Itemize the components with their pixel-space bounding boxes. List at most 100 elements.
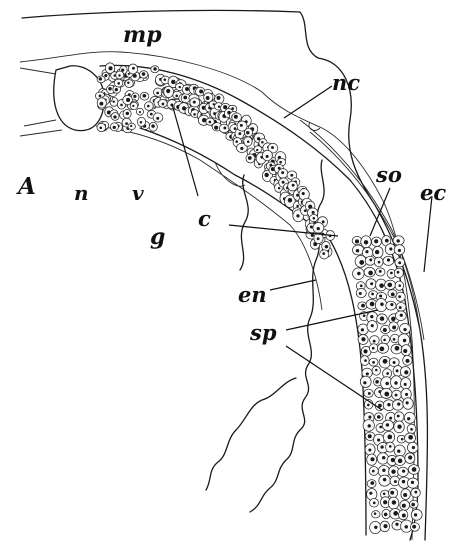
cell-nucleus	[379, 426, 382, 429]
cell-nucleus	[382, 469, 385, 472]
cell-nucleus	[382, 456, 385, 459]
cell-nucleus	[403, 349, 407, 353]
label-sp: sp	[249, 320, 277, 345]
cell-nucleus	[142, 94, 146, 98]
cell-nucleus	[290, 174, 293, 177]
cell-nucleus	[360, 284, 363, 287]
cell-nucleus	[371, 324, 374, 327]
cell-nucleus	[370, 481, 374, 485]
cell-nucleus	[247, 140, 250, 143]
cell-nucleus	[368, 271, 373, 276]
cell-nucleus	[359, 292, 362, 295]
cell-nucleus	[147, 105, 150, 108]
cell-nucleus	[368, 424, 371, 427]
cell-nucleus	[386, 423, 389, 426]
cell-nucleus	[368, 416, 371, 419]
cell-nucleus	[410, 428, 413, 431]
cell-nucleus	[393, 361, 396, 364]
cell-nucleus	[375, 250, 379, 254]
cell-nucleus	[377, 438, 380, 441]
cell-nucleus	[235, 140, 238, 143]
cell-nucleus	[385, 382, 388, 385]
cell-nucleus	[209, 121, 212, 124]
cell-nucleus	[405, 393, 408, 396]
cell-nucleus	[223, 105, 227, 109]
cell-nucleus	[401, 438, 404, 441]
cell-nucleus	[412, 467, 417, 472]
cell-nucleus	[364, 240, 368, 244]
cell-nucleus	[322, 252, 325, 255]
cell-nucleus	[113, 126, 116, 129]
cell-nucleus	[240, 124, 243, 127]
cell-nucleus	[223, 126, 226, 129]
cell-nucleus	[179, 86, 181, 88]
cell-nucleus	[133, 95, 136, 98]
cell-nucleus	[369, 258, 372, 261]
cell-nucleus	[99, 102, 103, 106]
cell-nucleus	[115, 88, 118, 91]
cell-nucleus	[367, 404, 370, 407]
cell-nucleus	[389, 417, 392, 420]
cell-nucleus	[322, 220, 325, 223]
cell-nucleus	[151, 124, 154, 127]
cell-nucleus	[389, 445, 392, 448]
cell-nucleus	[397, 271, 400, 274]
cell-nucleus	[403, 493, 407, 497]
cell-nucleus	[246, 131, 249, 134]
cell-nucleus	[369, 492, 372, 495]
cell-nucleus	[199, 90, 203, 94]
cell-nucleus	[361, 328, 364, 331]
cell-nucleus	[356, 249, 359, 252]
cell-nucleus	[99, 126, 102, 129]
label-panel-A: A	[16, 173, 36, 200]
cell-nucleus	[373, 340, 376, 343]
cell-nucleus	[104, 74, 107, 77]
cell-nucleus	[166, 89, 170, 93]
cell-nucleus	[153, 67, 156, 70]
cell-nucleus	[325, 245, 329, 249]
cell-nucleus	[164, 78, 167, 81]
cell-nucleus	[398, 459, 403, 464]
cell-nucleus	[412, 446, 415, 449]
cell-nucleus	[218, 106, 220, 108]
label-c: c	[198, 206, 211, 231]
cell-nucleus	[171, 80, 175, 84]
cell-nucleus	[380, 316, 384, 320]
cell-nucleus	[402, 480, 405, 483]
cell-nucleus	[140, 121, 143, 124]
cell-nucleus	[404, 383, 407, 386]
cell-nucleus	[132, 67, 135, 70]
cell-nucleus	[379, 294, 382, 297]
cell-nucleus	[395, 523, 398, 526]
cell-nucleus	[296, 205, 299, 208]
cell-nucleus	[389, 247, 392, 250]
cell-nucleus	[113, 115, 116, 118]
label-nc: nc	[332, 70, 360, 95]
cell-nucleus	[379, 270, 382, 273]
cell-nucleus	[279, 161, 282, 164]
label-n: n	[74, 181, 89, 205]
cell-nucleus	[402, 514, 406, 518]
leader-nc	[284, 86, 332, 118]
cell-nucleus	[127, 82, 129, 84]
cell-nucleus	[361, 337, 365, 341]
cell-nucleus	[150, 113, 153, 116]
cell-nucleus	[214, 126, 218, 130]
cell-nucleus	[406, 359, 410, 363]
cell-nucleus	[394, 480, 397, 483]
cell-nucleus	[397, 449, 400, 452]
cell-nucleus	[391, 317, 395, 321]
cell-nucleus	[393, 511, 398, 516]
cell-nucleus	[406, 401, 409, 404]
cell-nucleus	[387, 283, 392, 288]
cell-nucleus	[292, 184, 295, 187]
cell-nucleus	[278, 187, 281, 190]
cell-nucleus	[126, 98, 130, 102]
cell-nucleus	[311, 234, 314, 237]
cell-nucleus	[312, 211, 315, 214]
cell-nucleus	[370, 282, 373, 285]
cell-nucleus	[383, 524, 387, 528]
cell-nucleus	[112, 100, 114, 102]
cell-nucleus	[374, 512, 377, 515]
cell-nucleus	[396, 369, 399, 372]
